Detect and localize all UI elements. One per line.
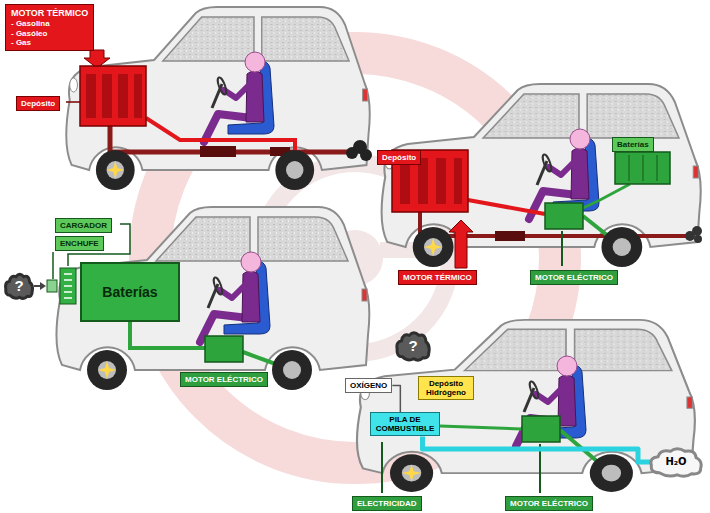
charger-marks: [64, 274, 72, 298]
label-text: MOTOR ELÉCTRICO: [510, 499, 588, 508]
car-outline: [382, 84, 701, 247]
callout-label: ELECTRICIDAD: [352, 496, 422, 511]
cloud-shape: [651, 449, 701, 477]
power-wire: [440, 426, 522, 429]
driver-figure: [200, 252, 270, 342]
leader-line: [381, 442, 383, 493]
hydrogen-tank: Depósito Hidrógeno: [418, 376, 474, 400]
body-text: - Gasóleo: [11, 29, 88, 38]
battery-block: Baterías: [80, 262, 180, 322]
muffler: [200, 146, 236, 157]
callout-label: OXÍGENO: [345, 378, 392, 393]
engine-stripe: [118, 74, 128, 118]
drive-shaft: [468, 200, 545, 214]
wheels: [87, 350, 312, 390]
driver-figure: [516, 356, 586, 446]
electric-motor: [545, 203, 583, 229]
electric-motor: [205, 336, 243, 362]
label-text: MOTOR ELÉCTRICO: [535, 273, 613, 282]
label-text: Depósito: [382, 153, 416, 162]
label-text: ENCHUFE: [60, 239, 99, 248]
label-text: PILA DE COMBUSTIBLE: [375, 415, 435, 433]
engine-stripe: [454, 158, 462, 204]
charger: [60, 268, 76, 304]
callout-label: MOTOR ELÉCTRICO: [180, 372, 268, 387]
muffler: [495, 231, 525, 241]
label-text: Depósito Hidrógeno: [423, 379, 469, 397]
callout-label: MOTOR TÉRMICO: [398, 270, 477, 285]
smoke: [360, 149, 372, 161]
engine-stripe: [86, 74, 96, 118]
callout-label: CARGADOR: [55, 218, 112, 233]
engine-stripe: [436, 158, 446, 204]
battery-pack: [615, 152, 670, 184]
wheels: [96, 150, 314, 190]
leader-line: [52, 252, 54, 279]
thermal-engine: [80, 66, 146, 126]
callout-label: Depósito: [16, 96, 60, 111]
callout-label: Depósito: [377, 150, 421, 165]
cloud-bubble: H₂O: [648, 446, 704, 478]
plug-arrow: [34, 285, 40, 287]
engine-stripe: [134, 74, 142, 118]
label-text: OXÍGENO: [350, 381, 387, 390]
plug: [47, 280, 57, 292]
label-text: MOTOR TÉRMICO: [403, 273, 472, 282]
label-text: Baterías: [102, 284, 157, 300]
body-text: - Gasolina: [11, 19, 88, 28]
label-text: CARGADOR: [60, 221, 107, 230]
label-text: MOTOR ELÉCTRICO: [185, 375, 263, 384]
label-text: MOTOR TÉRMICO: [11, 8, 88, 18]
smoke: [692, 226, 702, 236]
cloud-bubble: ?: [4, 272, 34, 300]
battery-wire: [130, 322, 205, 348]
callout-label: MOTOR ELÉCTRICO: [505, 496, 593, 511]
label-text: H₂O: [665, 456, 686, 468]
callout-label: ENCHUFE: [55, 236, 104, 251]
car-outline: [66, 7, 370, 170]
fuel-cell: PILA DE COMBUSTIBLE: [370, 412, 440, 436]
label-text: ?: [408, 337, 417, 354]
info-box: MOTOR TÉRMICO- Gasolina- Gasóleo- Gas: [5, 4, 94, 51]
callout-label: Baterías: [612, 137, 654, 152]
wheels: [390, 454, 633, 492]
label-text: Baterías: [617, 140, 649, 149]
label-text: Depósito: [21, 99, 55, 108]
cloud-shape: [6, 274, 33, 298]
electric-motor: [522, 416, 560, 442]
wheels: [413, 227, 643, 267]
cloud-shape: [397, 333, 429, 361]
driver-figure: [204, 52, 274, 142]
car-outline: [357, 320, 695, 473]
battery-wire: [583, 184, 630, 208]
label-text: ?: [14, 277, 23, 294]
callout-label: MOTOR ELÉCTRICO: [530, 270, 618, 285]
cloud-bubble: ?: [395, 330, 431, 362]
plug-arrowhead: [40, 282, 46, 290]
body-text: - Gas: [11, 38, 88, 47]
battery-cells: [629, 155, 657, 181]
leader-line: [561, 231, 563, 266]
smoke: [694, 235, 702, 243]
label-text: ELECTRICIDAD: [357, 499, 417, 508]
supply-line: [392, 386, 400, 412]
drive-shaft: [146, 118, 295, 170]
water-line: [423, 436, 652, 462]
engine-stripe: [102, 74, 112, 118]
leader-line: [66, 101, 80, 103]
